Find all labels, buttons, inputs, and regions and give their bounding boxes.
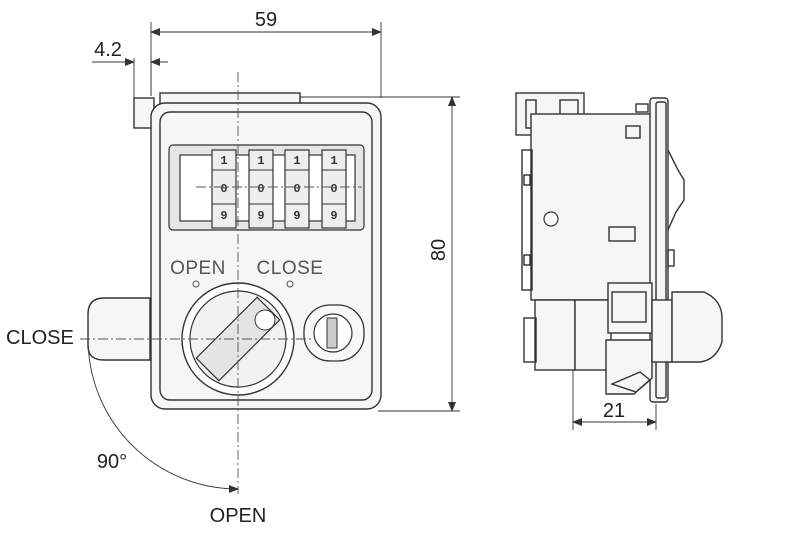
dimension-height-label: 80 (428, 239, 450, 261)
dimension-width-label: 59 (255, 9, 277, 31)
wheel-3-bottom-digit: 9 (293, 209, 300, 223)
side-body (530, 113, 652, 301)
dimension-depth: 21 (572, 370, 657, 430)
wheel-1-current-digit: 0 (220, 182, 227, 196)
dimension-width: 59 (150, 9, 382, 98)
combination-wheel-1[interactable]: 1 0 9 (211, 149, 237, 229)
wheel-3-top-digit: 1 (293, 154, 300, 168)
bolt (87, 297, 151, 361)
wheel-1-top-digit: 1 (220, 154, 227, 168)
open-indicator-dot (192, 280, 200, 288)
wheel-3-current-digit: 0 (293, 182, 300, 196)
combination-wheel-4[interactable]: 1 0 9 (321, 149, 347, 229)
key-cylinder[interactable] (303, 304, 365, 362)
panel-open-label: OPEN (170, 258, 226, 279)
wheel-4-bottom-digit: 9 (330, 209, 337, 223)
wheel-4-current-digit: 0 (330, 182, 337, 196)
lock-faceplate (159, 111, 373, 401)
wheel-2-top-digit: 1 (257, 154, 264, 168)
side-knob (605, 339, 653, 395)
side-bolt (671, 291, 723, 363)
close-indicator-dot (286, 280, 294, 288)
close-position-label: CLOSE (6, 327, 74, 349)
wheel-2-current-digit: 0 (257, 182, 264, 196)
side-screw (543, 211, 559, 227)
panel-close-label: CLOSE (257, 258, 324, 279)
dimension-offset: 4.2 (92, 39, 168, 126)
side-tab (625, 125, 641, 139)
combination-wheels: 1 0 9 1 0 9 1 0 9 1 0 (211, 149, 347, 229)
side-slot (608, 226, 636, 242)
wheel-4-top-digit: 1 (330, 154, 337, 168)
combination-wheel-3[interactable]: 1 0 9 (284, 149, 310, 229)
wheel-1-bottom-digit: 9 (220, 209, 227, 223)
side-lower-housing (534, 299, 576, 371)
side-dial-profile (667, 149, 685, 231)
dimension-depth-label: 21 (603, 400, 625, 422)
open-position-label: OPEN (210, 505, 267, 527)
rotation-angle-label: 90° (97, 451, 127, 473)
side-left-rail (521, 149, 533, 291)
dimension-height: 80 (300, 96, 460, 412)
combination-wheel-2[interactable]: 1 0 9 (248, 149, 274, 229)
side-view: 21 (515, 92, 723, 430)
rotation-arc (87, 338, 239, 493)
dimension-offset-label: 4.2 (94, 39, 122, 61)
wheel-2-bottom-digit: 9 (257, 209, 264, 223)
front-view: 59 4.2 80 (6, 9, 460, 527)
